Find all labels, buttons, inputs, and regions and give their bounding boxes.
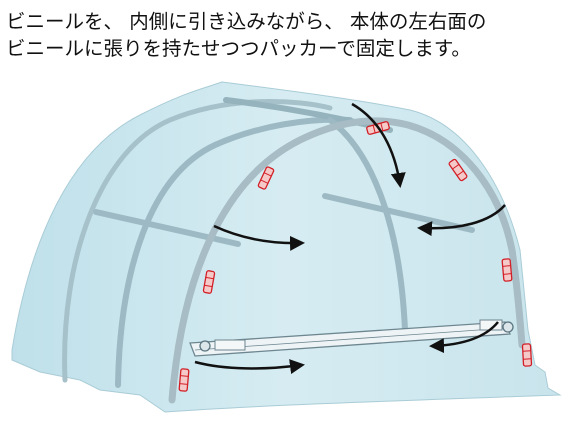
- curved-arrow-icon: [351, 102, 406, 188]
- rear-arch-pipe: [62, 98, 333, 383]
- caption-line-2: ビニールに張りを持たせつつパッカーで固定します。: [6, 37, 471, 60]
- curved-arrow-icon: [429, 321, 499, 354]
- door-bar: [189, 319, 514, 357]
- instruction-caption: ビニールを、 内側に引き込みながら、 本体の左右面の ビニールに張りを持たせつつ…: [6, 8, 574, 62]
- curved-arrow-icon: [213, 224, 305, 251]
- curved-arrow-icon: [417, 204, 506, 237]
- front-arch-pipe: [168, 117, 526, 404]
- curved-arrow-icon: [194, 359, 305, 375]
- inner-arch-pipe: [327, 117, 408, 333]
- caption-line-1: ビニールを、 内側に引き込みながら、 本体の左右面の: [6, 10, 487, 33]
- packer-clip-icon: [501, 258, 513, 282]
- packer-clip-icon: [178, 368, 190, 392]
- packer-clip-icon: [521, 343, 533, 367]
- middle-arch-pipe: [115, 116, 353, 388]
- vinyl-cover: [11, 81, 562, 413]
- right-shoulder-pipe: [322, 193, 475, 233]
- left-shoulder-pipe: [93, 209, 241, 247]
